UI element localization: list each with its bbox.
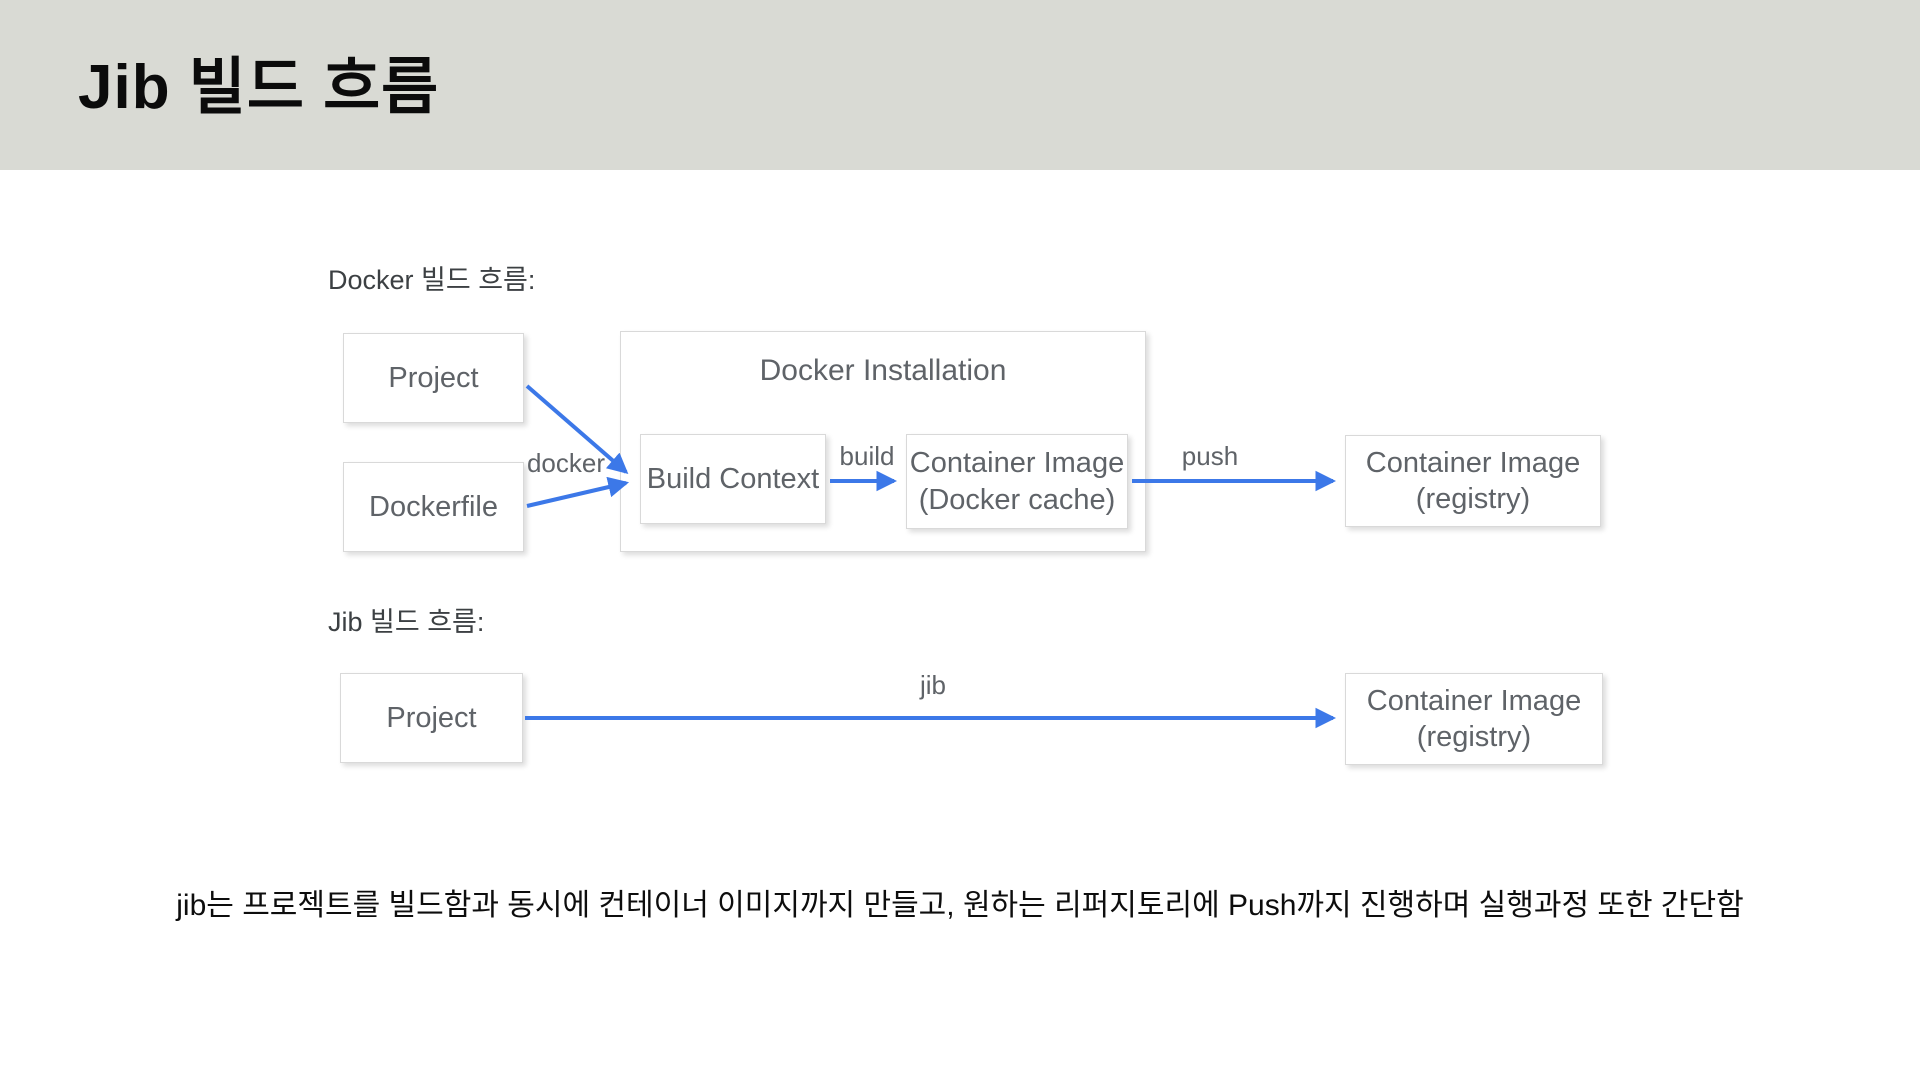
node-container-image-registry-docker: Container Image (registry): [1345, 435, 1601, 527]
footnote-text: jib는 프로젝트를 빌드함과 동시에 컨테이너 이미지까지 만들고, 원하는 …: [176, 889, 1744, 922]
node-dockerfile-label: Dockerfile: [369, 490, 498, 523]
container-image-cache-line1: Container Image: [909, 447, 1125, 480]
node-build-context-label: Build Context: [646, 462, 820, 495]
header-band: Jib 빌드 흐름: [0, 0, 1920, 170]
node-project-docker-label: Project: [388, 361, 479, 394]
docker-flow-label: Docker 빌드 흐름:: [328, 265, 536, 295]
arrow-dockerfile-to-buildcontext: [526, 476, 630, 508]
edge-label-docker: docker: [526, 448, 606, 478]
node-dockerfile: Dockerfile: [343, 462, 524, 552]
flow-arrows: [525, 384, 1337, 729]
edge-label-jib: jib: [919, 670, 946, 700]
diagram-canvas: Docker 빌드 흐름: Docker Installation Projec…: [0, 170, 1920, 1080]
node-project-jib-label: Project: [386, 701, 477, 734]
page-title: Jib 빌드 흐름: [78, 53, 440, 122]
container-image-cache-line2: (Docker cache): [918, 483, 1116, 516]
node-project-jib: Project: [340, 673, 523, 763]
container-image-registry-jib-line1: Container Image: [1366, 684, 1582, 717]
edge-label-build: build: [839, 441, 895, 471]
edge-label-push: push: [1181, 441, 1239, 471]
container-image-registry-docker-line2: (registry): [1415, 483, 1531, 515]
container-image-registry-jib-line2: (registry): [1416, 721, 1532, 753]
docker-installation-title: Docker Installation: [759, 354, 1007, 387]
node-container-image-cache: Container Image (Docker cache): [906, 434, 1128, 529]
node-build-context: Build Context: [640, 434, 826, 524]
node-project-docker: Project: [343, 333, 524, 423]
node-container-image-registry-jib: Container Image (registry): [1345, 673, 1603, 765]
jib-flow-label: Jib 빌드 흐름:: [328, 607, 485, 637]
container-image-registry-docker-line1: Container Image: [1365, 446, 1581, 479]
